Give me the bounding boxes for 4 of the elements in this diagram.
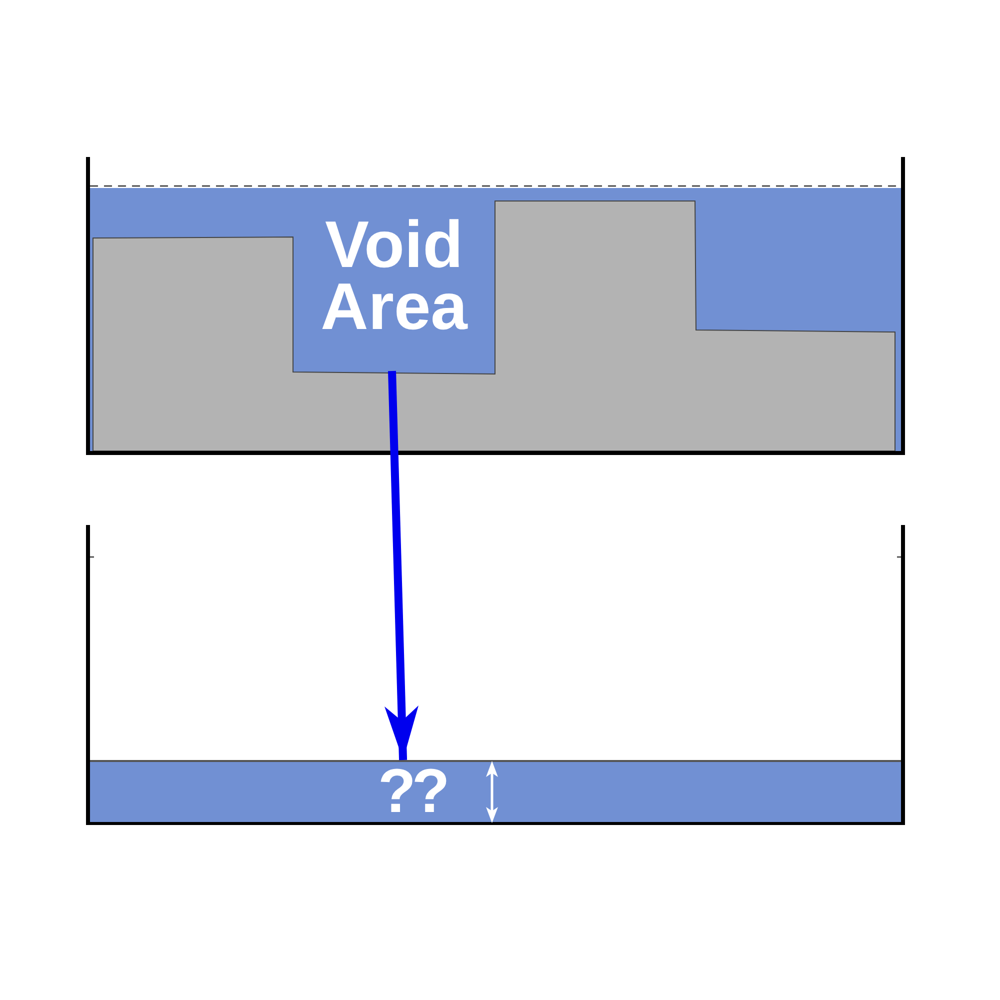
region-label: Void Area <box>320 213 469 337</box>
arrow <box>384 370 418 760</box>
water-layer <box>90 760 901 822</box>
question-marks-label: ?? <box>378 762 446 822</box>
